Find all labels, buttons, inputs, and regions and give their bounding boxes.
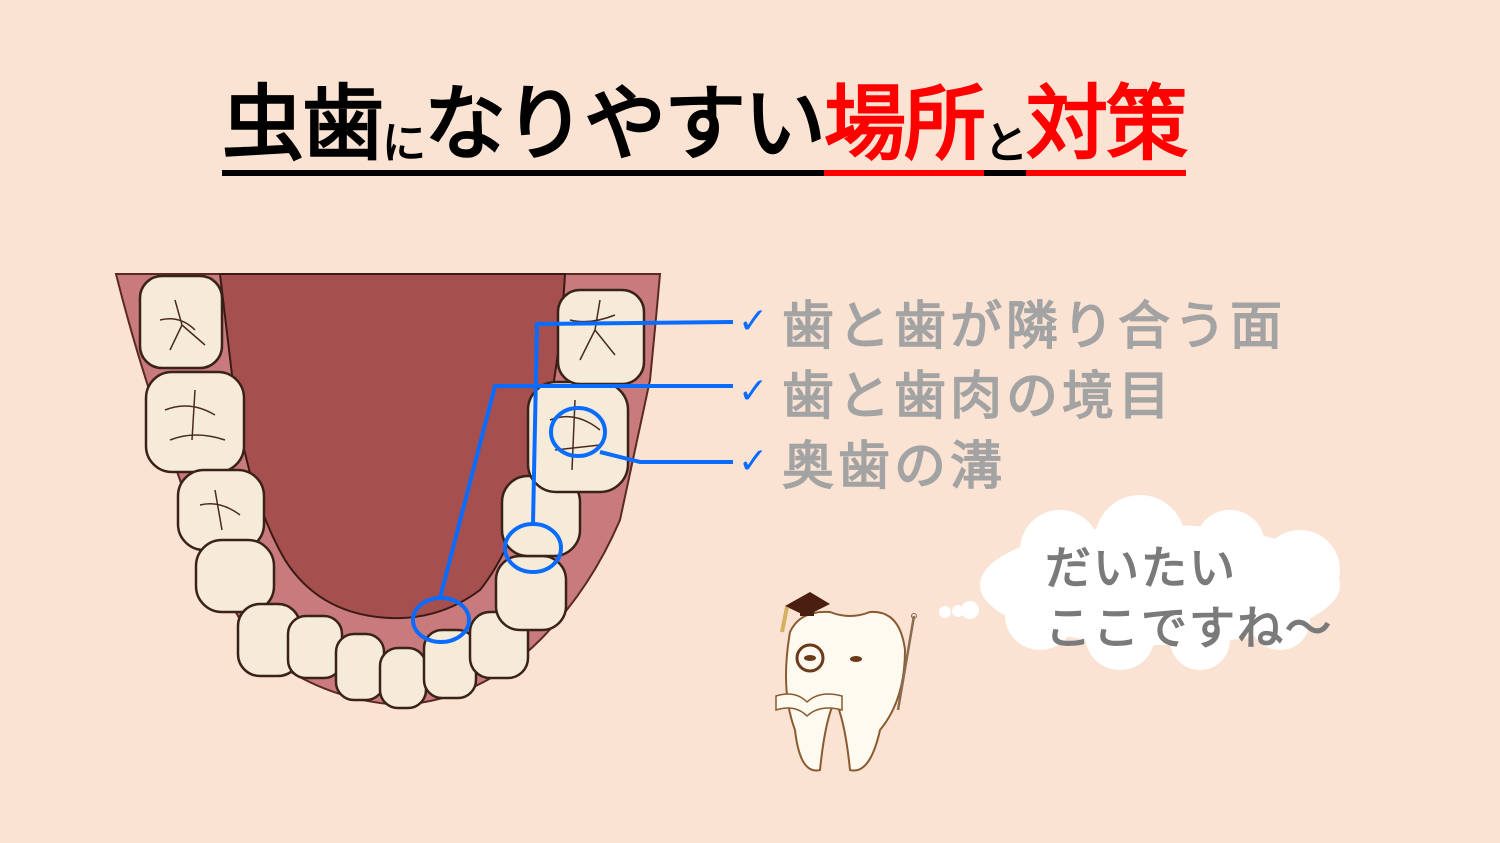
- check-icon: ✓: [738, 440, 769, 482]
- page-title: 虫歯 に なりやすい 場所 と 対策: [222, 78, 1274, 176]
- title-part-countermeasure: 対策: [1026, 84, 1188, 176]
- pointer-lines: [411, 320, 734, 644]
- point-label: 歯と歯が隣り合う面: [782, 296, 1287, 357]
- speech-line-1: だいたい: [1045, 541, 1237, 595]
- teeth: [138, 274, 646, 710]
- speech-bubble-shape: [939, 495, 1340, 670]
- point-gumline: ✓ 歯と歯肉の境目: [738, 356, 1286, 427]
- fissures: [159, 299, 616, 531]
- speech-bubble-text: だいたい ここですね〜: [1045, 538, 1333, 658]
- title-part-location: 場所: [824, 84, 986, 176]
- title-part-to: と: [984, 122, 1028, 176]
- title-part-cavity: 虫歯: [222, 84, 384, 176]
- speech-line-2: ここですね〜: [1045, 601, 1333, 655]
- marker-molar-groove: [549, 406, 607, 458]
- point-label: 歯と歯肉の境目: [782, 366, 1175, 427]
- check-icon: ✓: [738, 370, 769, 412]
- point-label: 奥歯の溝: [782, 436, 1007, 497]
- cavity-points-list: ✓ 歯と歯が隣り合う面 ✓ 歯と歯肉の境目 ✓ 奥歯の溝: [738, 286, 1287, 497]
- point-interproximal: ✓ 歯と歯が隣り合う面: [738, 286, 1287, 357]
- title-part-prone: なりやすい: [424, 84, 826, 176]
- check-icon: ✓: [738, 300, 769, 342]
- tooth-professor-character: [775, 592, 917, 772]
- point-molar-groove: ✓ 奥歯の溝: [738, 426, 1286, 497]
- title-part-ni: に: [382, 122, 426, 176]
